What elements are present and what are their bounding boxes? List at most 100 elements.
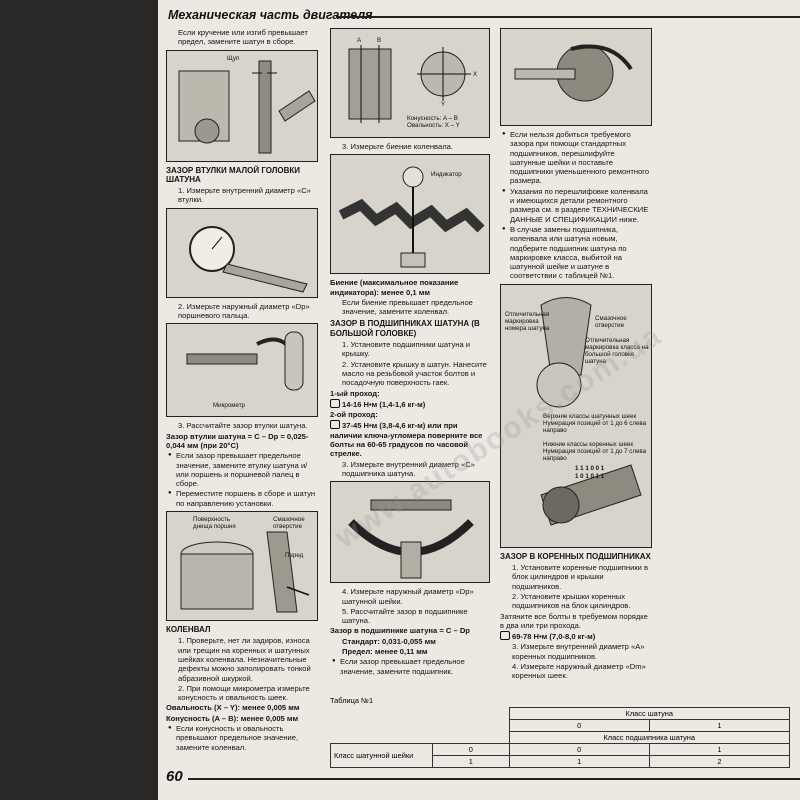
table-row: Класс подшипника шатуна [331, 731, 790, 744]
main-bullet1: Если нельзя добиться требуемого зазора п… [500, 130, 652, 186]
table-cell: 1 [508, 755, 650, 768]
figure-grade-markings: Отличительная маркировка номера шатуна С… [500, 283, 652, 548]
grade-code-2: 1 0 1 0 1 1 [575, 472, 605, 480]
lower-grades-label: Нижние классы коренных шеек Нумерация по… [543, 440, 647, 462]
page-header: Механическая часть двигателя [168, 8, 800, 24]
header-rule [336, 16, 800, 18]
table-cell: 2 [648, 755, 791, 768]
runout-spec: Биение (максимальное показание индикатор… [330, 278, 459, 297]
table-empty-cell [331, 732, 433, 744]
column-right: Если нельзя добиться требуемого зазора п… [500, 28, 652, 682]
rod-formula: Зазор в подшипнике шатуна = C – Dp [330, 626, 470, 636]
rod-step4: 4. Измерьте наружный диаметр «Dp» шатунн… [342, 587, 474, 606]
micrometer-illustration [186, 331, 304, 391]
table-cell: 0 [432, 743, 510, 756]
crank-micrometer-illustration [514, 44, 633, 102]
big-end-grade-label: Отличительная маркировка класса на больш… [585, 336, 649, 365]
bushing-step2: 2. Измерьте наружный диаметр «Dp» поршне… [178, 301, 310, 321]
piston-top-label: Поверхность днища поршня [193, 516, 236, 531]
column-left: Если кручение или изгиб превышает предел… [166, 28, 318, 753]
crank-bullet: Если конусность и овальность превышают п… [166, 724, 318, 752]
figure-bore-gauge [166, 207, 318, 298]
grade-table: Класс шатуна 0 1 Класс подшипника шатуна… [330, 707, 791, 768]
runout-step: 3. Измерьте биение коленвала. [342, 142, 453, 151]
oil-hole-label: Смазочное отверстие [273, 516, 305, 531]
table-caption: Таблица №1 [330, 696, 374, 705]
table-cell: 1 [648, 743, 791, 756]
rod-grade-header: Класс шатуна [508, 707, 790, 720]
intro-text: Если кручение или изгиб превышает предел… [178, 28, 308, 47]
figure-piston-assembly: Поверхность днища поршня Смазочное отвер… [166, 511, 318, 622]
table-1: Таблица №1 Класс шатуна 0 1 Класс подшип… [330, 696, 791, 768]
bushing-step1: 1. Измерьте внутренний диаметр «С» втулк… [178, 186, 311, 205]
table-row: Класс шатунной шейки 0 0 1 [330, 743, 791, 768]
grade-markings-illustration [536, 296, 642, 526]
indicator-label: Индикатор [431, 171, 462, 179]
label-A: A [357, 37, 362, 44]
label-X: X [473, 71, 478, 78]
section-main-bearing-title: ЗАЗОР В КОРЕННЫХ ПОДШИПНИКАХ [500, 551, 651, 561]
rod-step3: 3. Измерьте внутренний диаметр «С» подши… [342, 459, 475, 478]
wrench-icon [500, 631, 510, 641]
grade-oil-hole-label: Смазочное отверстие [595, 314, 627, 329]
footer-rule [188, 778, 800, 780]
crank-step2: 2. При помощи микрометра измерьте конусн… [178, 683, 310, 703]
crank-step1: 1. Проверьте, нет ли задиров, износа или… [178, 636, 311, 683]
table-empty-cell [331, 708, 433, 732]
taper-spec: Конусность (A – B): менее 0,005 мм [166, 713, 299, 723]
main-bullet2: Указания по перешлифовке коленвала и име… [500, 187, 652, 224]
figure-taper-ovality: A B X Y Конусность: A – B Овальность: X … [330, 28, 490, 138]
section-crankshaft-title: КОЛЕНВАЛ [166, 625, 211, 635]
bushing-bullet2: Переместите поршень в сборе и шатун по н… [166, 489, 318, 508]
ovality-spec: Овальность (X – Y): менее 0,005 мм [166, 703, 300, 713]
main-bullet3: В случае замены подшипника, коленвала ил… [500, 225, 652, 281]
micrometer-label: Микрометр [213, 402, 245, 410]
figure-micrometer: Микрометр [166, 323, 318, 418]
manual-page: Механическая часть двигателя Если кручен… [158, 0, 800, 800]
bearing-grade-header: Класс подшипника шатуна [508, 731, 790, 744]
taper-ovality-caption: Конусность: A – B Овальность: X – Y [407, 115, 460, 129]
feeler-gauge-illustration [178, 60, 316, 154]
label-B: B [377, 37, 382, 44]
table-cell: 1 [648, 719, 791, 732]
pass1-value: 14-16 Н•м (1,4-1,6 кг-м) [342, 399, 426, 409]
table-cell: 0 [508, 743, 650, 756]
rod-bore-illustration [348, 499, 474, 579]
rod-step1: 1. Установите подшипники шатуна и крышку… [342, 340, 471, 359]
feeler-label: Щуп [227, 54, 240, 62]
table-row: 1 1 2 [331, 755, 791, 768]
wrench-icon [330, 398, 340, 408]
runout-note: Если биение превышает предельное значени… [342, 297, 473, 317]
bore-gauge-illustration [189, 225, 308, 293]
pass1-torque: 14-16 Н•м (1,4-1,6 кг-м) [330, 398, 490, 409]
main-step2: 2. Установите крышки коренных подшипнико… [512, 591, 631, 611]
rod-step5: 5. Рассчитайте зазор в подшипнике шатуна… [342, 606, 468, 626]
section-rod-bearing-title: ЗАЗОР В ПОДШИПНИКАХ ШАТУНА (В БОЛЬШОЙ ГО… [330, 319, 480, 338]
figure-rod-bore [330, 481, 490, 584]
figure-dial-indicator: Индикатор [330, 154, 490, 275]
main-note: Затяните все болты в требуемом порядке в… [500, 611, 648, 630]
crankshaft-runout-illustration [338, 166, 485, 268]
wrench-icon [330, 420, 340, 430]
pass1-title: 1-ый проход: [330, 388, 380, 398]
rod-bullet: Если зазор превышает предельное значение… [330, 657, 490, 676]
table-cell: 1 [432, 755, 510, 768]
grade-code-1: 1 1 1 0 0 1 [575, 464, 605, 472]
front-label: Перед [285, 552, 304, 560]
bushing-formula: Зазор втулки шатуна = C – Dp = 0,025-0,0… [166, 431, 309, 450]
table-empty-cell [433, 732, 510, 744]
bushing-bullet1: Если зазор превышает предельное значение… [166, 451, 318, 488]
rod-standard: Стандарт: 0,031-0,055 мм [342, 636, 436, 646]
table-cell: 0 [508, 719, 650, 732]
rod-number-label: Отличительная маркировка номера шатуна [505, 310, 550, 332]
main-step3: 3. Измерьте внутренний диаметр «А» корен… [512, 642, 645, 661]
table-empty-cell [433, 708, 510, 732]
figure-crank-micrometer [500, 28, 652, 126]
table-row: Класс шатуна [331, 707, 790, 720]
journal-grade-label: Класс шатунной шейки [330, 743, 433, 768]
column-middle: A B X Y Конусность: A – B Овальность: X … [330, 28, 490, 677]
journal-measure-illustration [348, 45, 471, 123]
upper-grades-label: Верхние классы шатунных шеек Нумерация п… [543, 412, 647, 434]
pass2-value: 37-45 Н•м (3,8-4,6 кг-м) или при наличии… [330, 421, 483, 459]
rod-step2: 2. Установите крышку в шатун. Нанесите м… [342, 359, 487, 388]
